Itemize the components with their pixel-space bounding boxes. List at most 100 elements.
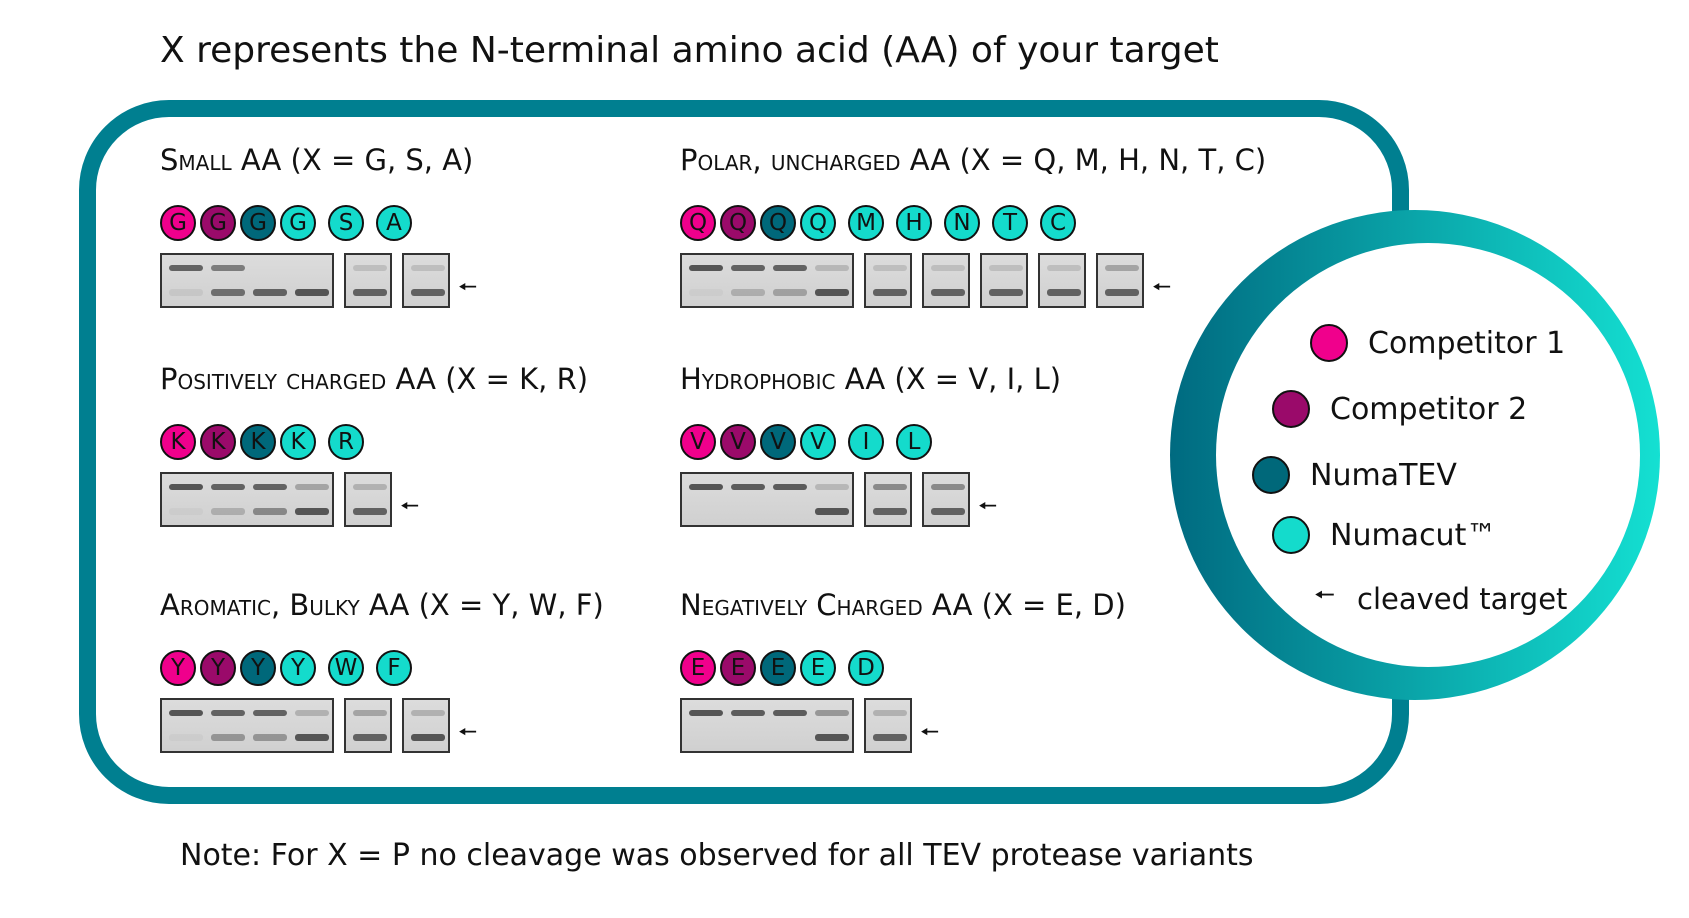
gel-image [680,253,854,308]
gel-band-cleaved [295,734,329,741]
gel-band-full-length [1047,265,1081,271]
aa-circle-numatev: E [760,650,796,686]
gel-band-cleaved [873,508,907,515]
aa-circle-numacut: Y [280,650,316,686]
gel-band-full-length [815,265,849,271]
gel-band-full-length [873,265,907,271]
gel-band-full-length [689,265,723,271]
gel-band-cleaved [815,289,849,296]
gel-band-cleaved [353,289,387,296]
legend-ring-graphic [1170,210,1660,700]
gel-band-cleaved [931,289,965,296]
gel-band-full-length [253,710,287,716]
gel-band-cleaved [989,289,1023,296]
aa-group-title: Polar, uncharged AA (X = Q, M, H, N, T, … [680,143,1267,177]
gel-band-cleaved [411,289,445,296]
aa-circle-numatev: Y [240,650,276,686]
aa-circle-competitor-1: E [680,650,716,686]
gel-band-full-length [689,484,723,490]
gel-band-full-length [815,710,849,716]
gel-band-full-length [169,484,203,490]
aa-circle-numacut: K [280,424,316,460]
gel-band-full-length [815,484,849,490]
gel-image [922,472,970,527]
gel-image [864,472,912,527]
gel-band-cleaved [873,734,907,741]
gel-band-cleaved [815,734,849,741]
aa-circle-competitor-2: K [200,424,236,460]
gel-image [864,698,912,753]
gel-band-full-length [169,265,203,271]
gel-band-full-length [169,710,203,716]
gel-band-cleaved [253,734,287,741]
aa-group-title: Hydrophobic AA (X = V, I, L) [680,362,1062,396]
aa-circle-numacut: W [328,650,364,686]
legend-label-numatev: NumaTEV [1310,457,1457,493]
gel-band-full-length [211,710,245,716]
cleaved-target-arrow-icon: 🠔 [920,720,940,745]
main-title: X represents the N-terminal amino acid (… [160,30,1219,71]
gel-image [160,472,334,527]
aa-group-title: Small AA (X = G, S, A) [160,143,474,177]
gel-image [344,253,392,308]
cleaved-target-arrow-icon: 🠔 [458,275,478,300]
gel-band-full-length [295,484,329,490]
gel-band-cleaved [211,289,245,296]
aa-group-title: Positively charged AA (X = K, R) [160,362,589,396]
footnote: Note: For X = P no cleavage was observed… [180,838,1254,873]
aa-circle-numacut: H [896,205,932,241]
gel-image [680,698,854,753]
gel-image [922,253,970,308]
gel-image [980,253,1028,308]
gel-band-cleaved [931,508,965,515]
aa-circle-numacut: A [376,205,412,241]
aa-circle-competitor-2: Y [200,650,236,686]
aa-circle-numacut: R [328,424,364,460]
gel-image [864,253,912,308]
aa-circle-numacut: I [848,424,884,460]
aa-circle-numacut: G [280,205,316,241]
aa-circle-numacut: L [896,424,932,460]
gel-band-full-length [411,710,445,716]
aa-group-1: Polar, uncharged AA (X = Q, M, H, N, T, … [680,143,1267,308]
gel-image [1038,253,1086,308]
gel-band-cleaved [295,289,329,296]
legend-dot-competitor-2 [1272,390,1310,428]
aa-circle-competitor-1: Q [680,205,716,241]
legend-label-competitor-2: Competitor 2 [1330,391,1528,427]
cleaved-target-arrow-icon: 🠔 [458,720,478,745]
legend-dot-numacut [1272,516,1310,554]
aa-circle-numacut: M [848,205,884,241]
aa-circle-competitor-1: V [680,424,716,460]
legend-label-competitor-1: Competitor 1 [1368,325,1566,361]
legend-dot-numatev [1252,456,1290,494]
legend-label-cleaved-target: cleaved target [1357,581,1568,616]
gel-image [160,253,334,308]
gel-image [680,472,854,527]
gel-band-full-length [873,484,907,490]
gel-band-cleaved [1047,289,1081,296]
gel-band-cleaved [689,289,723,296]
aa-circle-numacut: V [800,424,836,460]
aa-circle-numacut: N [944,205,980,241]
aa-circle-numacut: F [376,650,412,686]
gel-band-full-length [731,710,765,716]
gel-image [1096,253,1144,308]
gel-band-full-length [353,484,387,490]
gel-image [344,698,392,753]
gel-image [402,698,450,753]
gel-image [160,698,334,753]
aa-circle-numacut: D [848,650,884,686]
gel-band-cleaved [211,508,245,515]
aa-circle-numatev: Q [760,205,796,241]
legend-dot-competitor-1 [1310,324,1348,362]
gel-band-full-length [211,484,245,490]
gel-band-cleaved [873,289,907,296]
aa-circle-competitor-2: E [720,650,756,686]
gel-band-full-length [211,265,245,271]
gel-band-cleaved [411,734,445,741]
aa-circle-numacut: C [1040,205,1076,241]
gel-band-cleaved [253,508,287,515]
legend-item-numacut: Numacut™ [1272,516,1496,554]
